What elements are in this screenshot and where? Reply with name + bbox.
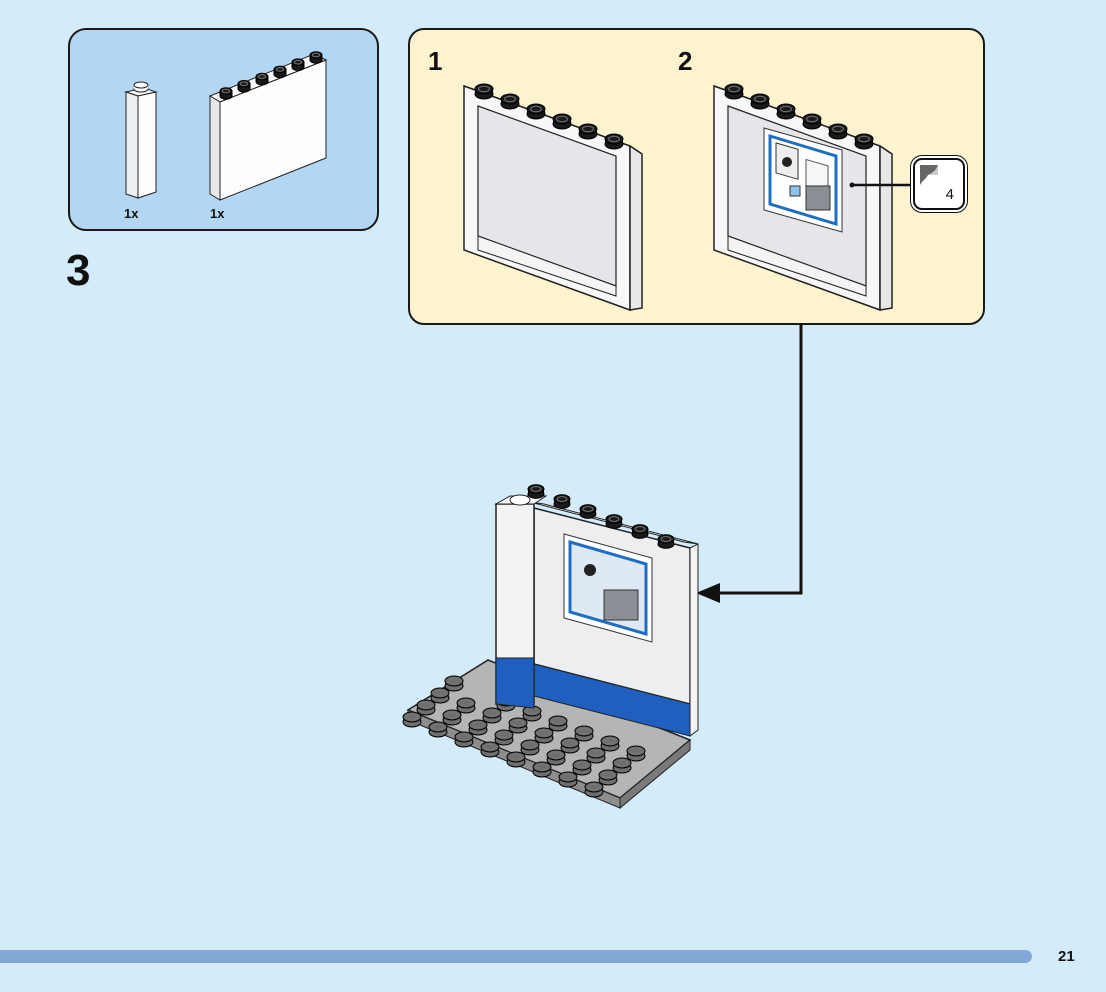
stud bbox=[602, 771, 614, 779]
stud bbox=[608, 135, 620, 143]
stud bbox=[858, 135, 870, 143]
stud bbox=[524, 741, 536, 749]
stud bbox=[257, 74, 267, 79]
stud bbox=[530, 105, 542, 113]
stud bbox=[448, 677, 460, 685]
stud bbox=[504, 95, 516, 103]
wanted-sticker bbox=[763, 127, 843, 233]
stud bbox=[498, 731, 510, 739]
stud bbox=[582, 506, 594, 512]
stud bbox=[550, 751, 562, 759]
stud bbox=[604, 737, 616, 745]
callout-leader-line bbox=[849, 182, 914, 188]
page-number: 21 bbox=[1058, 948, 1075, 965]
stud bbox=[432, 723, 444, 731]
stud bbox=[486, 709, 498, 717]
stud bbox=[576, 761, 588, 769]
stud bbox=[484, 743, 496, 751]
stud bbox=[556, 115, 568, 123]
stud bbox=[311, 52, 321, 58]
stud bbox=[552, 717, 564, 725]
stud bbox=[510, 753, 522, 761]
sticker-peel-icon bbox=[920, 165, 938, 185]
stud bbox=[512, 719, 524, 727]
stud bbox=[630, 747, 642, 755]
stud bbox=[446, 711, 458, 719]
stud bbox=[578, 727, 590, 735]
stud bbox=[590, 749, 602, 757]
stud bbox=[588, 783, 600, 791]
stud bbox=[478, 85, 490, 93]
substep-number-1: 1 bbox=[428, 46, 443, 76]
stud bbox=[434, 689, 446, 697]
stud bbox=[564, 739, 576, 747]
stud bbox=[458, 733, 470, 741]
substep-1-panel-back-image bbox=[463, 83, 643, 312]
stud bbox=[608, 516, 620, 522]
stud bbox=[754, 95, 766, 103]
main-model-image bbox=[402, 484, 699, 810]
parts-list-box: 1x 1x bbox=[68, 28, 379, 231]
pillar-brick-image bbox=[124, 81, 158, 199]
stud bbox=[780, 105, 792, 113]
stud bbox=[530, 486, 542, 492]
stud bbox=[556, 496, 568, 502]
wall-panel-image bbox=[208, 51, 328, 201]
stud bbox=[562, 773, 574, 781]
panel-quantity: 1x bbox=[210, 206, 225, 221]
stud bbox=[538, 729, 550, 737]
stud bbox=[239, 81, 249, 87]
substep-number-2: 2 bbox=[678, 46, 693, 76]
substep-2-panel-with-sticker-image bbox=[713, 83, 893, 312]
stud bbox=[616, 759, 628, 767]
stud bbox=[806, 115, 818, 123]
stud bbox=[582, 125, 594, 133]
pillar-quantity: 1x bbox=[124, 206, 139, 221]
sticker-sheet-number: 4 bbox=[945, 186, 954, 203]
stud bbox=[660, 536, 672, 542]
stud bbox=[472, 721, 484, 729]
stud bbox=[634, 526, 646, 532]
step-number: 3 bbox=[66, 246, 91, 295]
stud bbox=[460, 699, 472, 707]
stud bbox=[406, 713, 418, 721]
stud bbox=[221, 88, 231, 94]
assembly-arrow bbox=[696, 323, 803, 603]
stud bbox=[293, 59, 303, 65]
stud bbox=[526, 707, 538, 715]
stud bbox=[728, 85, 740, 93]
sub-assembly-box: 1 2 bbox=[408, 28, 985, 325]
stud bbox=[832, 125, 844, 133]
stud bbox=[275, 67, 285, 72]
stud bbox=[536, 763, 548, 771]
sticker-sheet-callout: 4 bbox=[913, 158, 965, 210]
footer-progress-bar bbox=[0, 950, 1032, 963]
stud bbox=[420, 701, 432, 709]
